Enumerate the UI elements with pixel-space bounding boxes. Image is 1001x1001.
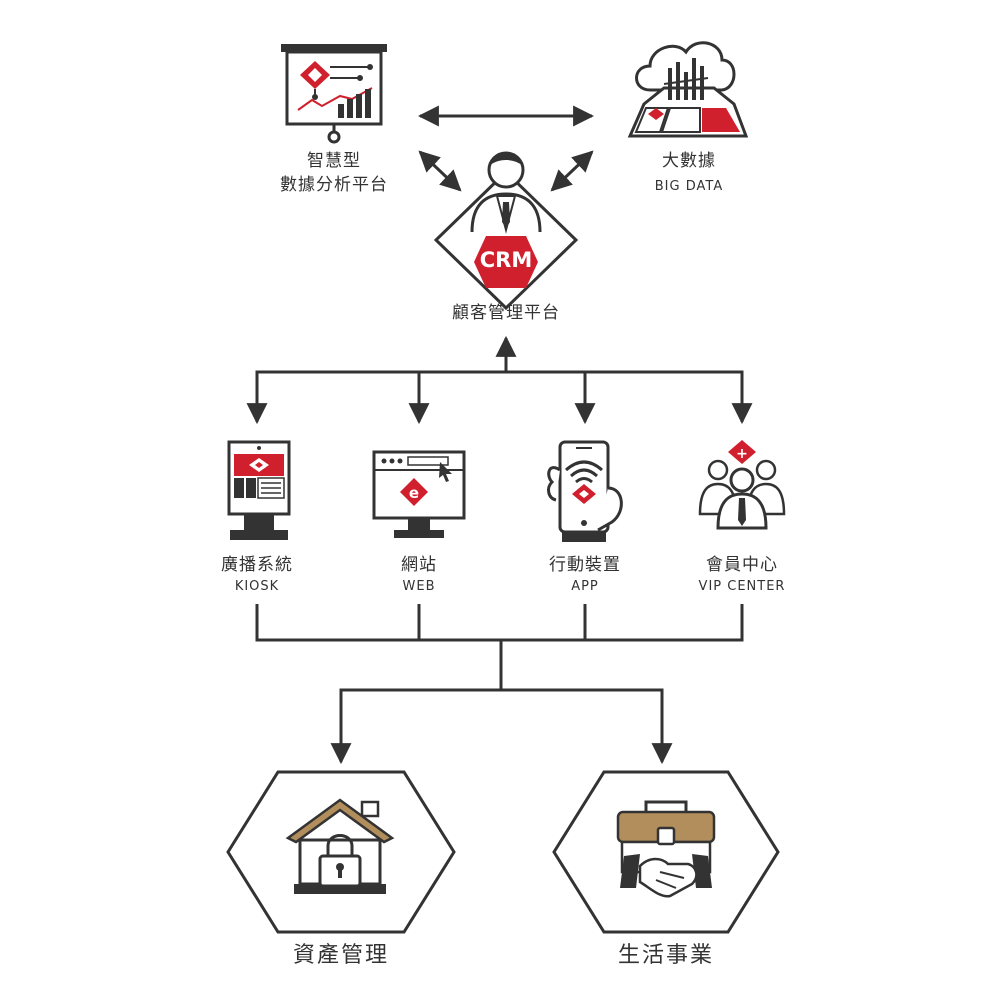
channel-label-kiosk: 廣播系統 <box>221 555 293 575</box>
mobile-phone-icon <box>547 440 623 542</box>
briefcase-handshake-icon <box>616 800 716 898</box>
channel-label-vip: 會員中心 <box>706 555 778 575</box>
crm-badge: CRM <box>480 248 532 272</box>
bigdata-sublabel: BIG DATA <box>654 179 724 194</box>
bigdata-label: 大數據 <box>662 151 716 171</box>
channel-sublabel-vip: VIP CENTER <box>698 579 786 594</box>
outcome-connectors <box>255 604 744 765</box>
web-browser-icon: e <box>372 450 466 538</box>
analytics-label-line1: 智慧型 <box>307 151 361 171</box>
channel-sublabel-app: APP <box>571 579 599 594</box>
vip-members-icon: + <box>698 440 786 530</box>
crm-label: 顧客管理平台 <box>452 303 560 323</box>
asset-management-hexagon <box>226 770 456 934</box>
analytics-board-icon <box>281 44 387 144</box>
channel-label-web: 網站 <box>401 555 437 575</box>
bigdata-crm-arrow <box>550 150 594 192</box>
analytics-crm-arrow <box>418 150 462 192</box>
svg-text:+: + <box>736 446 748 462</box>
house-lock-icon <box>285 798 395 894</box>
crm-person-icon: CRM <box>433 151 579 311</box>
outcome-label-asset: 資產管理 <box>292 943 389 968</box>
channel-sublabel-kiosk: KIOSK <box>234 579 280 594</box>
channel-connectors <box>246 335 753 425</box>
analytics-label-line2: 數據分析平台 <box>280 175 388 195</box>
svg-text:e: e <box>409 484 419 502</box>
life-business-hexagon <box>552 770 780 934</box>
channel-sublabel-web: WEB <box>402 579 436 594</box>
channel-label-app: 行動裝置 <box>549 555 621 575</box>
outcome-label-life: 生活事業 <box>617 943 714 968</box>
bigdata-cloud-icon <box>627 41 749 138</box>
top-connectors <box>417 105 595 192</box>
kiosk-icon <box>227 440 291 540</box>
